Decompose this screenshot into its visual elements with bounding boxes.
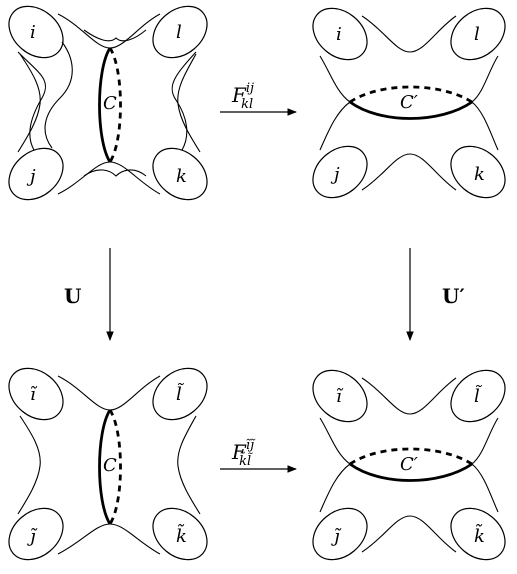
surface-outline <box>17 29 197 177</box>
curve-back <box>349 447 473 466</box>
curve-label: C′ <box>400 92 418 113</box>
boundary-label-k: k̃ <box>474 524 485 547</box>
boundary-circle-top-right <box>152 367 208 421</box>
boundary-label-l: l <box>474 24 480 45</box>
arrow-left-label: U <box>64 284 81 308</box>
surface-top-right: C′ i l j k <box>312 7 506 199</box>
curve-front <box>98 409 112 525</box>
arrow-right-label: U′ <box>442 284 465 308</box>
curve-front <box>349 100 473 120</box>
boundary-label-i: ĩ <box>336 386 344 407</box>
curve-back <box>349 85 473 104</box>
arrow-bottom-sub: k̃l̃ <box>239 452 253 469</box>
boundary-label-j: j̃ <box>331 526 342 547</box>
arrow-top-sub: kl <box>241 97 253 112</box>
boundary-label-j: j <box>330 164 340 185</box>
surface-top-left: C i l j k <box>8 5 208 201</box>
boundary-circle-top-left <box>312 7 368 61</box>
boundary-label-i: i <box>336 24 342 45</box>
boundary-circle-bottom-right <box>152 507 208 561</box>
arrow-top-base: F <box>231 83 247 107</box>
surface-bottom-left: C ĩ l̃ j̃ k̃ <box>8 367 208 561</box>
boundary-label-k: k <box>474 164 485 185</box>
curve-label: C <box>103 93 117 114</box>
boundary-circle-top-right <box>152 5 208 59</box>
boundary-circle-top-left <box>312 369 368 423</box>
arrow-top-sup: ij <box>246 81 254 96</box>
curve-label: C <box>103 455 117 476</box>
boundary-label-i: i <box>30 22 36 43</box>
boundary-circle-top-right <box>450 369 506 423</box>
neck-left <box>44 41 73 149</box>
arrow-bottom: Fĩj̃k̃l̃ <box>220 438 297 473</box>
arrow-bottom-sup: ĩj̃ <box>246 438 256 453</box>
boundary-label-i: ĩ <box>30 384 38 405</box>
boundary-circle-bottom-right <box>152 147 208 201</box>
boundary-label-l: l̃ <box>474 384 483 407</box>
arrow-bottom-base: F <box>231 440 247 464</box>
curve-front <box>98 47 112 163</box>
arrow-bottom-label: Fĩj̃k̃l̃ <box>231 438 256 469</box>
curve-label: C′ <box>400 454 418 475</box>
boundary-label-l: l <box>176 22 182 43</box>
curve-front <box>349 462 473 482</box>
boundary-circle-top-right <box>450 7 506 61</box>
boundary-label-j: j <box>26 166 36 187</box>
boundary-circle-bottom-left <box>312 507 368 561</box>
boundary-circle-bottom-left <box>8 147 64 201</box>
boundary-circle-top-left <box>8 367 64 421</box>
arrow-right: U′ <box>406 248 465 341</box>
boundary-label-j: j̃ <box>27 526 38 547</box>
curve-back <box>108 409 122 525</box>
boundary-circle-bottom-left <box>312 145 368 199</box>
boundary-circle-bottom-right <box>450 145 506 199</box>
curve-back <box>108 47 122 163</box>
arrow-left: U <box>64 248 114 341</box>
boundary-label-k: k <box>176 166 187 187</box>
boundary-circle-bottom-right <box>450 507 506 561</box>
boundary-circle-top-left <box>8 5 64 59</box>
boundary-label-k: k̃ <box>176 524 187 547</box>
boundary-circle-bottom-left <box>8 507 64 561</box>
boundary-label-l: l̃ <box>176 382 185 405</box>
surface-bottom-right: C′ ĩ l̃ j̃ k̃ <box>312 369 506 561</box>
